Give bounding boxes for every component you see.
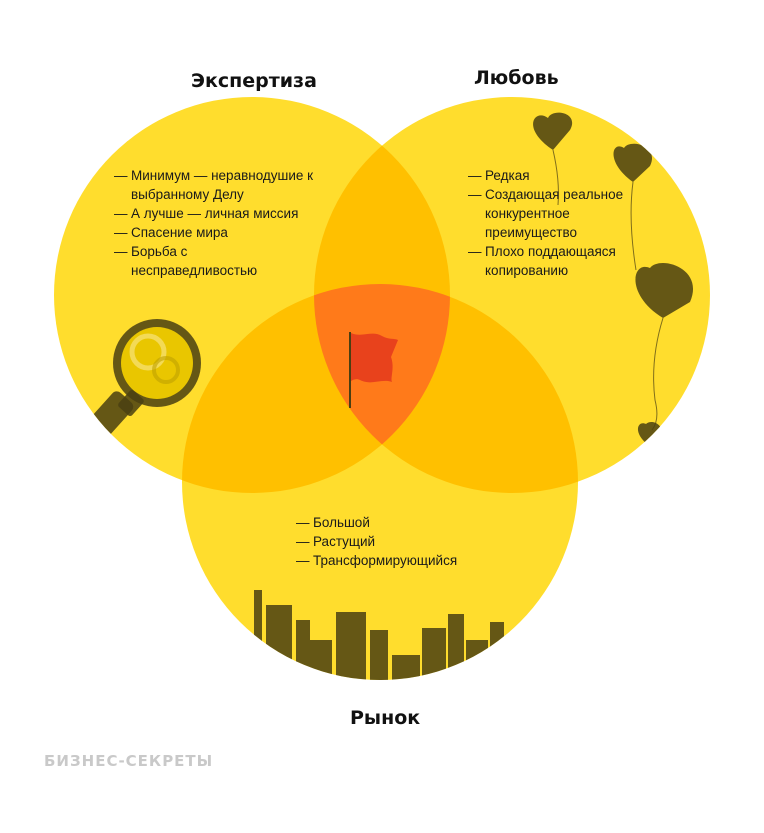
expertise-item: Минимум — неравнодушие к выбранному Делу	[114, 166, 319, 204]
love-item: Плохо поддающаяся копированию	[468, 242, 645, 280]
magnifier-icon	[72, 319, 201, 456]
market-item: Большой	[296, 513, 486, 532]
title-market: Рынок	[350, 707, 421, 729]
expertise-item: А лучше — личная миссия	[114, 204, 319, 223]
title-expertise: Экспертиза	[191, 70, 317, 92]
expertise-item: Борьба с несправедливостью	[114, 242, 281, 280]
expertise-item: Спасение мира	[114, 223, 319, 242]
title-love: Любовь	[474, 67, 559, 89]
market-items: Большой Растущий Трансформирующийся	[296, 513, 486, 570]
expertise-items: Минимум — неравнодушие к выбранному Делу…	[114, 166, 319, 280]
love-items: Редкая Создающая реальное конкурентное п…	[468, 166, 638, 280]
love-item: Редкая	[468, 166, 638, 185]
brand-logo: БИЗНЕС-СЕКРЕТЫ	[44, 752, 214, 770]
market-item: Трансформирующийся	[296, 551, 486, 570]
flag-icon	[349, 332, 398, 408]
love-item: Создающая реальное конкурентное преимуще…	[468, 185, 635, 242]
market-item: Растущий	[296, 532, 486, 551]
